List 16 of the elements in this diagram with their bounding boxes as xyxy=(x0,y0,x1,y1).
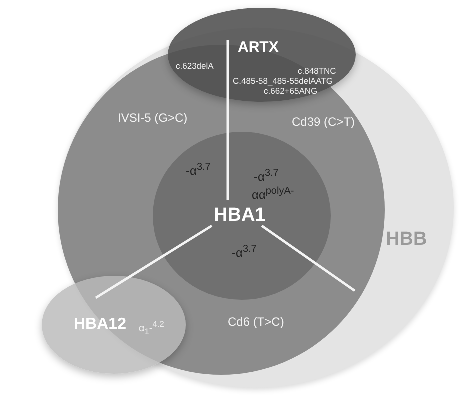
variant-label: C.485-58_485-55delAATG xyxy=(233,77,334,86)
variant-label: c.662+65ANG xyxy=(264,87,318,96)
variant-label: c.623delA xyxy=(176,62,214,72)
variant-label: -α$^{3.7}$ xyxy=(186,162,211,178)
variant-label: c.848TNC xyxy=(298,67,336,76)
variant-label: -α$^{3.7}$ xyxy=(232,244,257,260)
ellipse-label: ARTX xyxy=(238,40,279,56)
circle-label: HBB xyxy=(386,230,428,251)
variant-label: αα$^{polyA-}$ xyxy=(252,186,294,202)
region-label: Cd6 (T>C) xyxy=(228,316,284,330)
circle-label: HBA1 xyxy=(214,206,266,227)
variant-label: -α$^{3.7}$ xyxy=(254,168,279,184)
ellipse-label: HBA12 xyxy=(74,316,126,334)
region-label: Cd39 (C>T) xyxy=(292,116,356,130)
variant-label: α$_{1}$-$^{4.2}$ xyxy=(139,320,164,336)
region-label: IVSI-5 (G>C) xyxy=(118,112,188,126)
